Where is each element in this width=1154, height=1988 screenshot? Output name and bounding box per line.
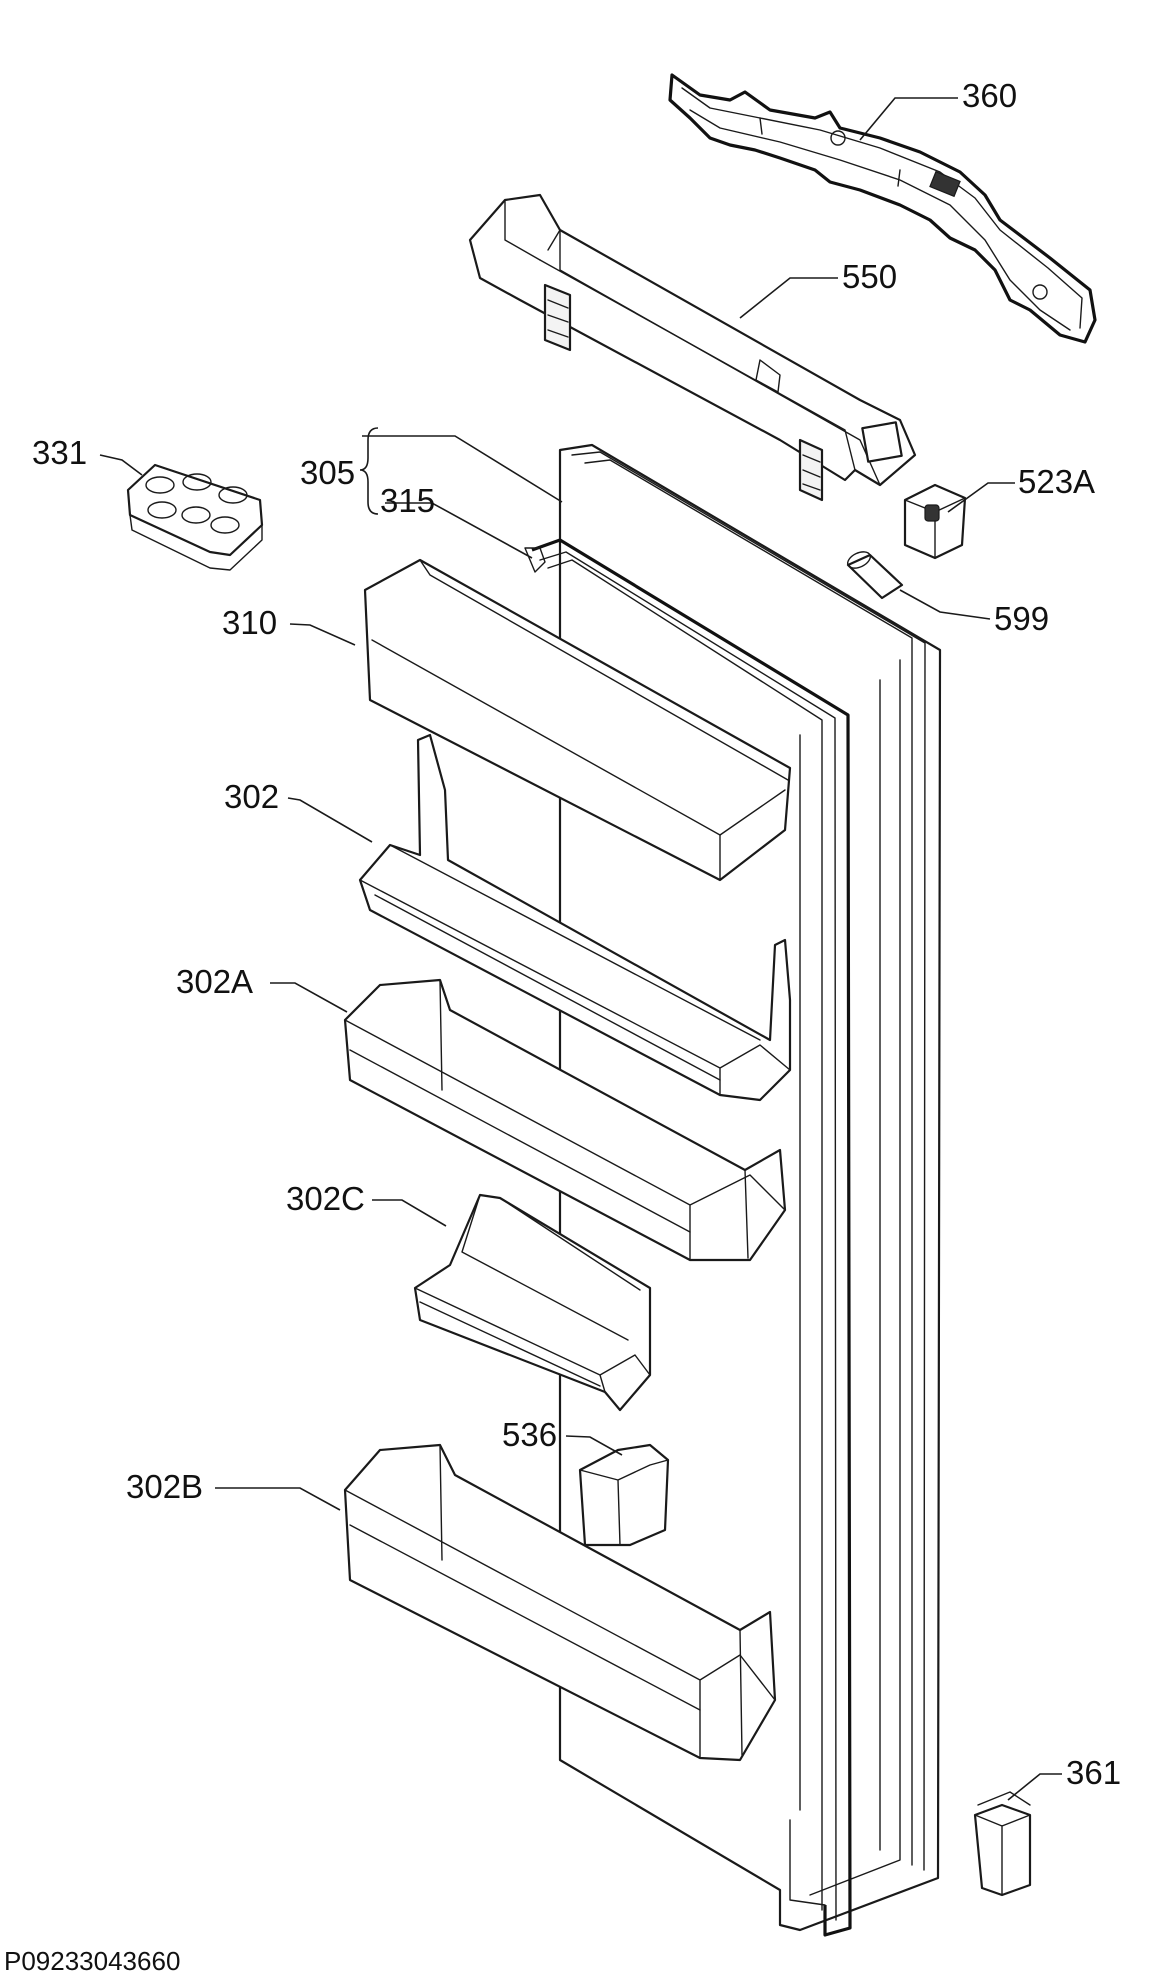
callout-523a: 523A [1018,463,1095,500]
callout-302b: 302B [126,1468,203,1505]
callout-536: 536 [502,1416,557,1453]
part-523a-bracket [903,483,967,560]
callout-315: 315 [380,482,435,519]
part-536-clip [578,1443,670,1547]
part-361-clip [973,1791,1032,1897]
part-310-dairy-lid [363,558,792,882]
callout-599: 599 [994,600,1049,637]
drawing-code: P09233043660 [4,1946,180,1976]
leader-lines [99,97,1062,1801]
callout-331: 331 [32,434,87,471]
part-315-gasket [524,538,852,1937]
part-599-pin [846,551,904,600]
part-302-shelf [358,733,792,1102]
callout-550: 550 [842,258,897,295]
callout-302c: 302C [286,1180,365,1217]
part-302b-shelf [343,1443,777,1762]
callout-360: 360 [962,77,1017,114]
part-360-hinge-bracket [668,73,1097,344]
callout-302a: 302A [176,963,253,1000]
callout-310: 310 [222,604,277,641]
callout-305: 305 [300,454,355,491]
callout-361: 361 [1066,1754,1121,1791]
part-302c-shelf [413,1193,652,1412]
part-550-top-cover [468,193,917,502]
part-302a-shelf [343,978,787,1262]
part-331-egg-tray [126,463,264,571]
callout-302: 302 [224,778,279,815]
